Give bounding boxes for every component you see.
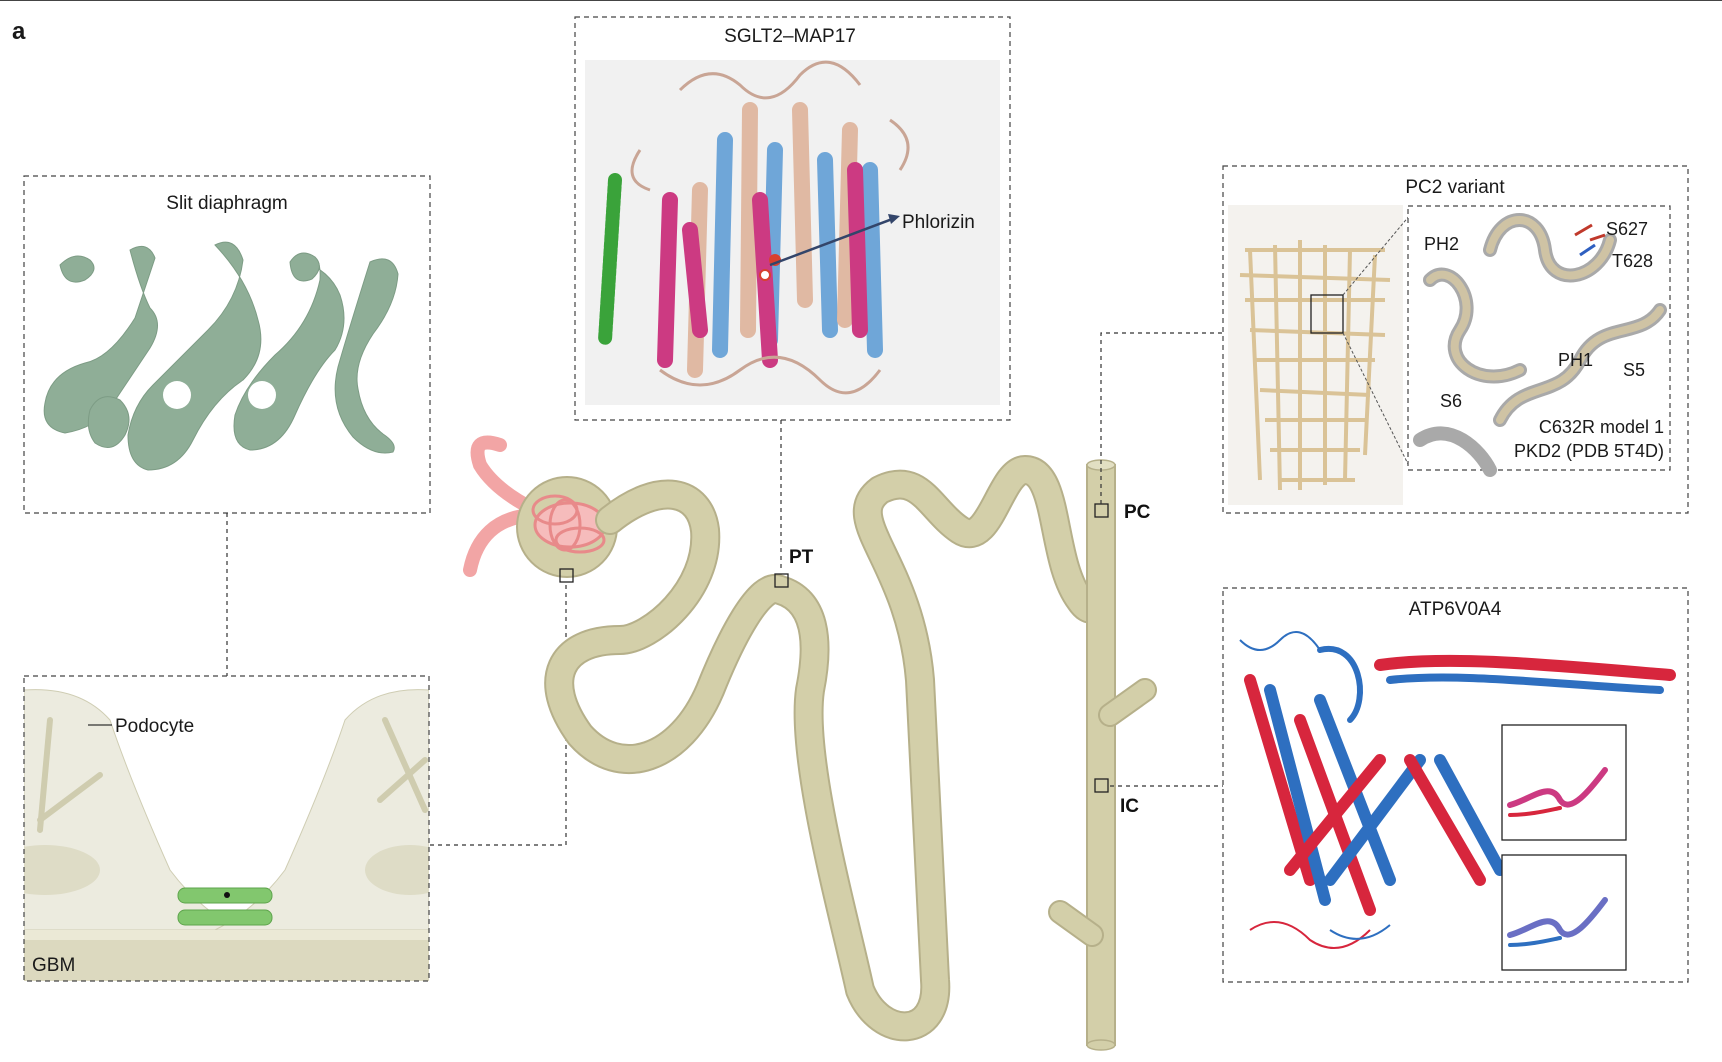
pc2-label-ph1: PH1 xyxy=(1558,350,1593,370)
pc2-label-s627: S627 xyxy=(1606,219,1648,239)
slit-density-map xyxy=(43,241,399,471)
gbm-label: GBM xyxy=(32,955,75,976)
podocyte-connector xyxy=(430,585,567,846)
podocyte-label: Podocyte xyxy=(115,716,194,737)
pc2-full-structure xyxy=(1228,205,1411,505)
pc-label: PC xyxy=(1124,502,1151,523)
slit-diaphragm-panel: Slit diaphragm xyxy=(23,175,431,514)
atp-title: ATP6V0A4 xyxy=(1409,599,1502,620)
sglt2-title: SGLT2–MAP17 xyxy=(724,26,856,47)
glomerulus-marker xyxy=(559,568,574,583)
pc2-legend-2: PKD2 (PDB 5T4D) xyxy=(1514,441,1664,461)
slit-diaphragm-proteins xyxy=(177,887,273,926)
pc2-label-t628: T628 xyxy=(1612,251,1653,271)
sglt2-structure xyxy=(585,60,1000,405)
atp-structure xyxy=(1239,631,1676,971)
pc2-title: PC2 variant xyxy=(1405,177,1505,198)
pc2-legend-1: C632R model 1 xyxy=(1539,417,1664,437)
pc2-label-s5: S5 xyxy=(1623,360,1645,380)
pt-label: PT xyxy=(789,547,814,568)
podocyte-panel: Podocyte GBM xyxy=(23,675,430,982)
pc2-label-ph2: PH2 xyxy=(1424,234,1459,254)
atp-panel: ATP6V0A4 xyxy=(1222,587,1689,983)
glomerulus xyxy=(531,494,607,554)
phlorizin-label: Phlorizin xyxy=(902,212,975,233)
pc2-panel: PC2 variant xyxy=(1222,165,1689,514)
ic-label: IC xyxy=(1120,796,1139,817)
pc2-label-s6: S6 xyxy=(1440,391,1462,411)
sglt2-panel: SGLT2–MAP17 xyxy=(574,16,1011,421)
nephron: PT PC IC xyxy=(463,435,1157,1051)
panel-letter: a xyxy=(12,18,26,45)
pt-marker xyxy=(774,573,789,588)
ic-marker xyxy=(1094,778,1109,793)
pc2-connector xyxy=(1100,332,1223,504)
top-rule xyxy=(0,0,1722,1)
pc2-zoom-inset: PH2 S627 T628 PH1 S5 S6 C632R model 1 PK… xyxy=(1407,205,1671,477)
slit-diaphragm-title: Slit diaphragm xyxy=(166,193,287,214)
